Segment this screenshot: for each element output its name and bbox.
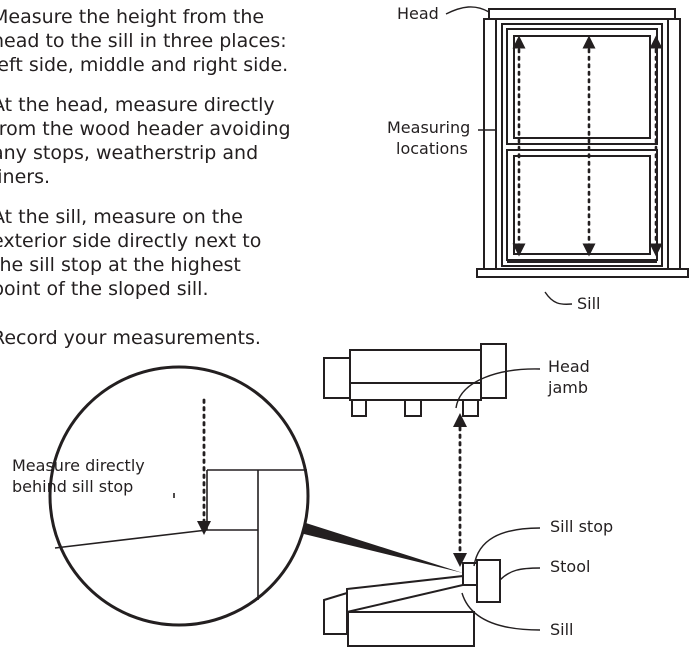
- magnifier-sill-slope: [54, 529, 208, 549]
- zoom-wedge: [259, 510, 463, 573]
- sill-left-nose: [323, 591, 348, 635]
- window-leaders: [445, 6, 573, 305]
- sill-stop-leader: [473, 527, 541, 567]
- sill-section-leaders: [461, 527, 541, 631]
- window-sill: [476, 268, 689, 278]
- measuring-arrows: [512, 35, 663, 257]
- head-jamb-leader: [455, 368, 541, 409]
- instruction-step-3: At the sill, measure on the exterior sid…: [0, 206, 262, 300]
- window-upper-glass: [513, 35, 651, 139]
- head-jamb-body: [349, 349, 482, 401]
- sill-section-label: Sill: [550, 620, 574, 639]
- sill-section-leader: [461, 592, 541, 631]
- head-leader: [445, 6, 490, 15]
- head-jamb-left-block: [323, 357, 351, 399]
- instruction-step-2: At the head, measure directly from the w…: [0, 94, 291, 188]
- window-sill-label: Sill: [577, 294, 601, 313]
- sill-leader: [544, 291, 573, 305]
- head-jamb-label-line1: Head: [548, 357, 590, 376]
- head-label: Head: [397, 4, 439, 23]
- measure-behind-label-line2: behind sill stop: [12, 477, 134, 496]
- instruction-step-4: Record your measurements.: [0, 327, 261, 349]
- sill-stop-label: Sill stop: [550, 517, 614, 536]
- sill-stop-block: [462, 562, 478, 586]
- measuring-locations-label-line2: locations: [396, 139, 468, 158]
- window-lower-glass: [513, 155, 651, 255]
- measure-behind-label-line1: Measure directly: [12, 456, 145, 475]
- head-jamb-section: [323, 343, 507, 417]
- sill-sloped-top: [346, 574, 464, 614]
- head-jamb-foot-3: [462, 399, 479, 417]
- stool-label: Stool: [550, 557, 591, 576]
- window-lower-sash: [506, 149, 658, 261]
- stool-block: [476, 559, 501, 603]
- measuring-locations-label-line1: Measuring: [387, 118, 471, 137]
- head-jamb-foot-1: [351, 399, 367, 417]
- window-upper-sash: [506, 28, 658, 145]
- instruction-step-1: Measure the height from the head to the …: [0, 6, 289, 76]
- sill-bottom-block: [347, 611, 475, 647]
- head-jamb-right-block: [480, 343, 507, 399]
- head-jamb-foot-2: [404, 399, 422, 417]
- head-jamb-label-line2: jamb: [548, 378, 588, 397]
- detail-magnifier: [48, 365, 310, 627]
- magnifier-circle: [48, 365, 310, 627]
- stool-leader: [499, 567, 541, 581]
- window-head-trim: [488, 8, 676, 20]
- sill-section: [323, 559, 501, 647]
